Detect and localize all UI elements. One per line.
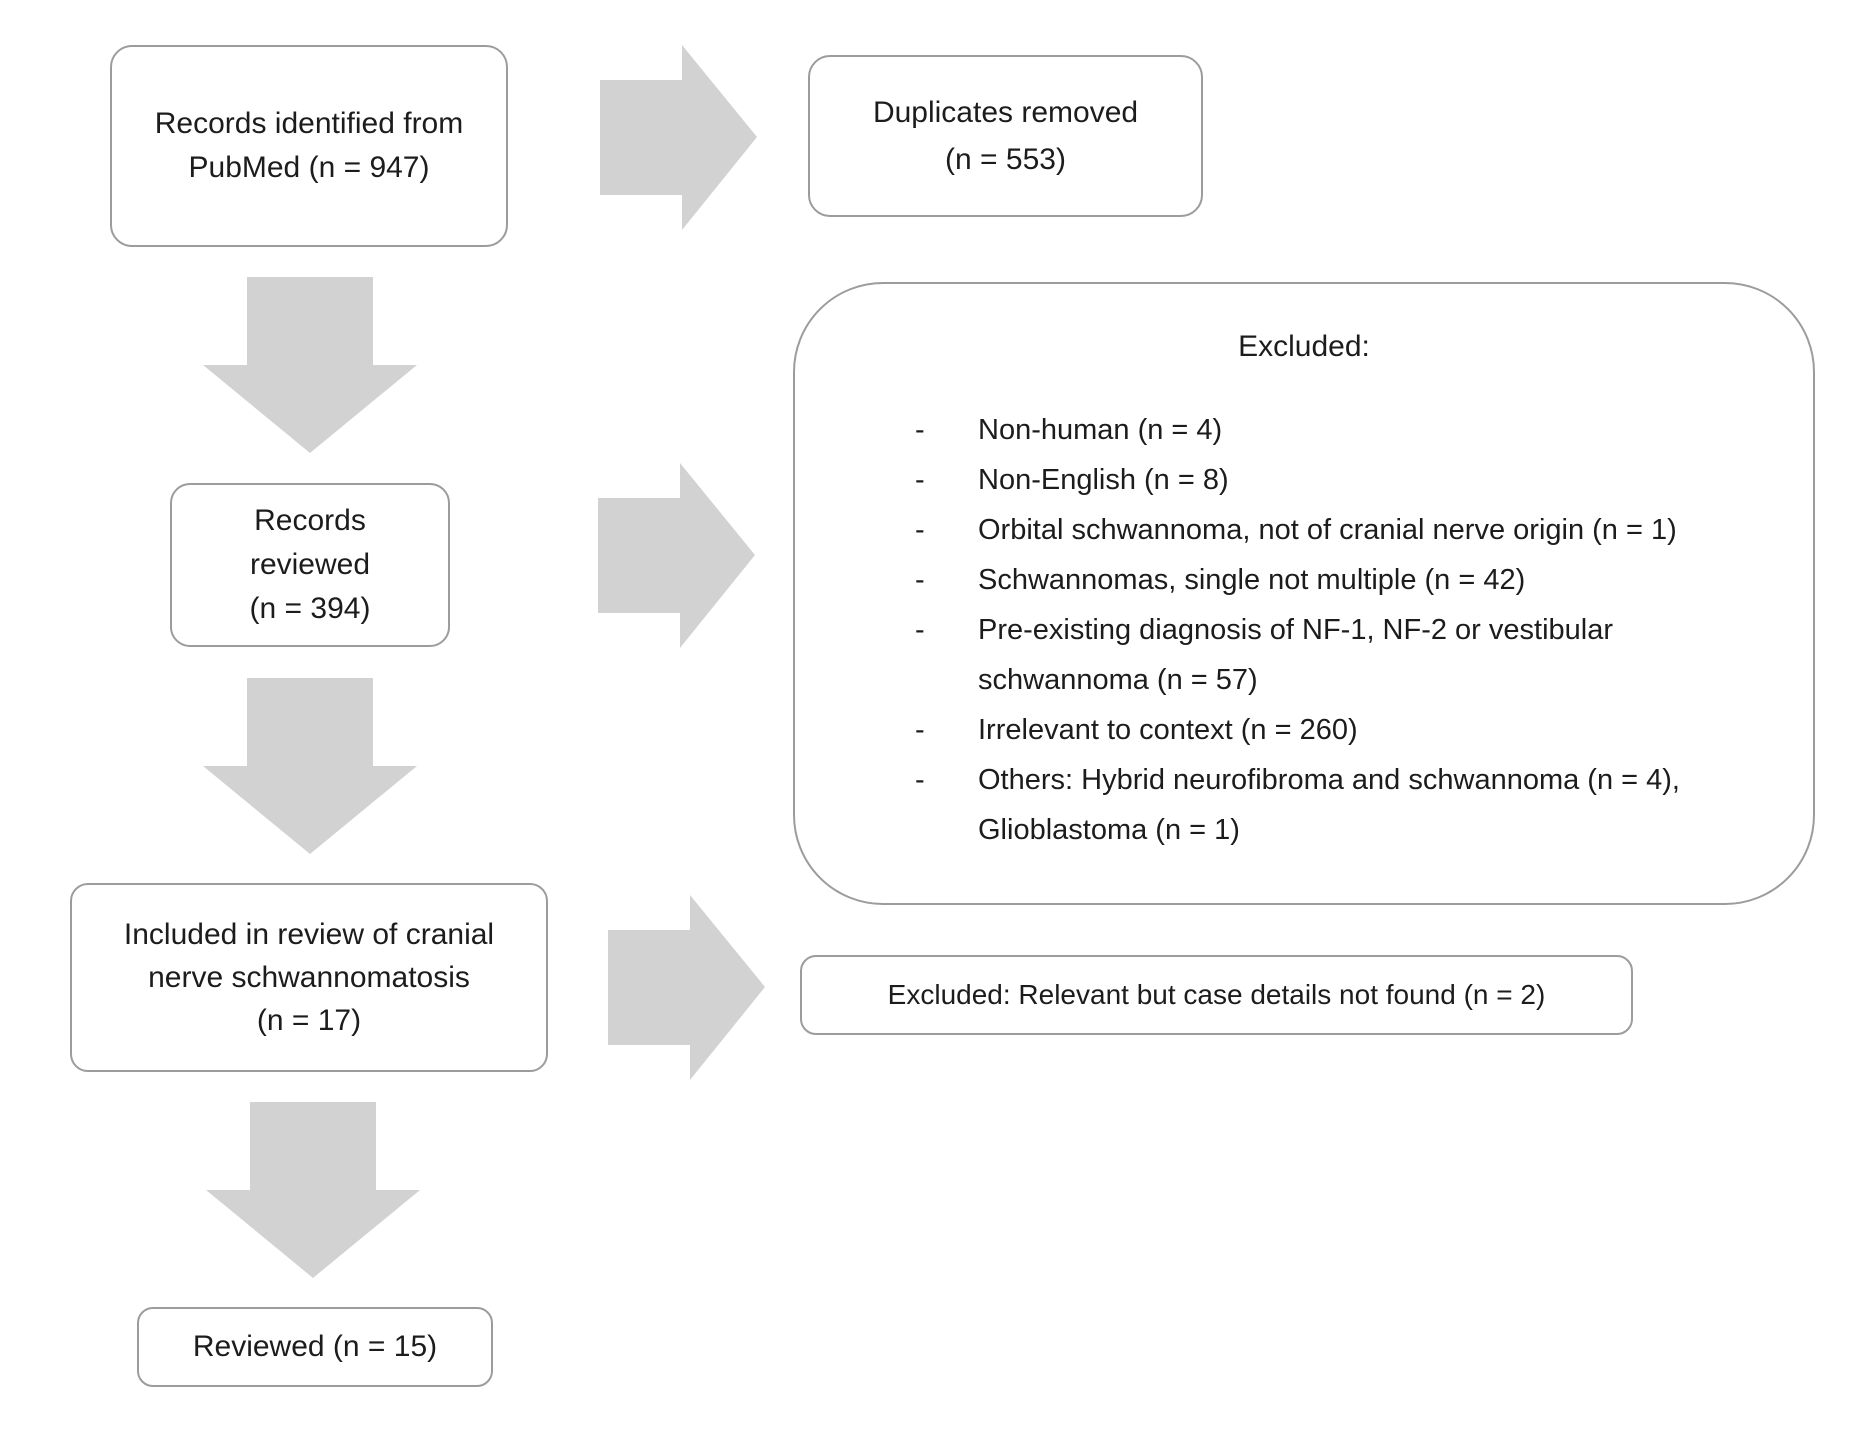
- box-text-line: Duplicates removed: [872, 96, 1139, 129]
- right-arrow-icon: [598, 463, 755, 648]
- flow-arrow-down-to-included: [203, 678, 417, 854]
- down-arrow-icon: [203, 277, 417, 453]
- box-records-reviewed: Records reviewed (n = 394): [170, 483, 450, 647]
- exclusion-item-text: Orbital schwannoma, not of cranial nerve…: [978, 514, 1677, 546]
- exclusion-item-text: Pre-existing diagnosis of NF-1, NF-2 or …: [978, 614, 1614, 696]
- exclusion-item-text: Non-English (n = 8): [978, 464, 1229, 496]
- box-text-line: (n = 553): [945, 143, 1066, 176]
- flow-arrow-right-to-exclusions: [598, 463, 755, 648]
- box-duplicates-removed: Duplicates removed (n = 553): [808, 55, 1203, 217]
- flow-arrow-right-to-duplicates: [600, 45, 757, 230]
- bullet-dash: -: [915, 614, 925, 646]
- box-text-line: (n = 394): [249, 592, 371, 625]
- bullet-dash: -: [915, 564, 925, 596]
- box-text-line: Records identified from: [154, 107, 464, 140]
- box-included-review: Included in review of cranial nerve schw…: [70, 883, 548, 1072]
- exclusion-item: - Schwannomas, single not multiple (n = …: [915, 555, 1813, 605]
- box-records-identified: Records identified from PubMed (n = 947): [110, 45, 508, 247]
- bullet-dash: -: [915, 764, 925, 796]
- bullet-dash: -: [915, 414, 925, 446]
- exclusion-item-text: Schwannomas, single not multiple (n = 42…: [978, 564, 1526, 596]
- exclusion-item: - Others: Hybrid neurofibroma and schwan…: [915, 755, 1813, 855]
- exclusion-item-text: Irrelevant to context (n = 260): [978, 714, 1358, 746]
- box-text-line: Records: [254, 504, 366, 537]
- exclusion-item: - Irrelevant to context (n = 260): [915, 705, 1813, 755]
- box-text-line: (n = 17): [256, 1004, 362, 1037]
- down-arrow-icon: [203, 678, 417, 854]
- box-text-line: PubMed (n = 947): [188, 151, 430, 184]
- box-text-line: Included in review of cranial: [123, 918, 495, 951]
- down-arrow-icon: [206, 1102, 420, 1278]
- exclusion-item: - Non-human (n = 4): [915, 405, 1813, 455]
- bullet-dash: -: [915, 464, 925, 496]
- box-excluded-relevant: Excluded: Relevant but case details not …: [800, 955, 1633, 1035]
- box-reviewed-final: Reviewed (n = 15): [137, 1307, 493, 1387]
- excluded-title: Excluded:: [1238, 330, 1370, 363]
- exclusion-item: - Orbital schwannoma, not of cranial ner…: [915, 505, 1813, 555]
- flow-arrow-down-to-records-reviewed: [203, 277, 417, 453]
- bullet-dash: -: [915, 514, 925, 546]
- right-arrow-icon: [600, 45, 757, 230]
- exclusion-item-text: Others: Hybrid neurofibroma and schwanno…: [978, 764, 1680, 846]
- exclusion-item-text: Non-human (n = 4): [978, 414, 1223, 446]
- box-excluded-reasons: Excluded: - Non-human (n = 4) - Non-Engl…: [793, 282, 1815, 905]
- bullet-dash: -: [915, 714, 925, 746]
- box-text-line: Reviewed (n = 15): [192, 1330, 438, 1363]
- exclusion-item: - Pre-existing diagnosis of NF-1, NF-2 o…: [915, 605, 1813, 705]
- exclusion-list: - Non-human (n = 4) - Non-English (n = 8…: [795, 405, 1813, 855]
- flow-arrow-down-to-reviewed: [206, 1102, 420, 1278]
- box-text-line: Excluded: Relevant but case details not …: [887, 979, 1546, 1010]
- exclusion-item: - Non-English (n = 8): [915, 455, 1813, 505]
- box-text-line: reviewed: [249, 548, 371, 581]
- flow-arrow-right-to-excluded-relevant: [608, 895, 765, 1080]
- right-arrow-icon: [608, 895, 765, 1080]
- box-text-line: nerve schwannomatosis: [148, 961, 470, 994]
